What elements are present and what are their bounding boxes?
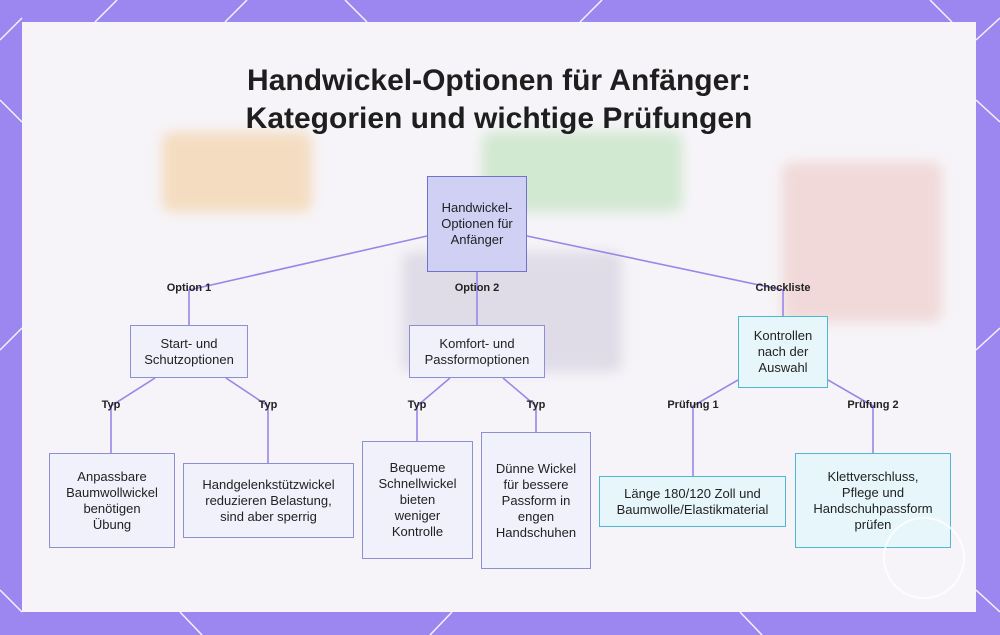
node-text: Schnellwickel [378,476,456,492]
node-text: reduzieren Belastung, [202,493,334,509]
node-kontrollen-nach-auswahl: Kontrollen nach der Auswahl [738,316,828,388]
edge-label-typ: Typ [408,399,427,411]
edge-kontrollen-laenge [693,380,738,476]
edge-label-typ: Typ [527,399,546,411]
node-start-schutzoptionen: Start- und Schutzoptionen [130,325,248,378]
node-text: Übung [66,517,158,533]
edge-root-kontrollen [527,236,783,316]
node-text: nach der [754,344,813,360]
node-text: Dünne Wickel [496,461,576,477]
edge-label-typ: Typ [102,399,121,411]
edge-label-typ: Typ [259,399,278,411]
node-text: Klettverschluss, [813,469,932,485]
node-text: Auswahl [754,360,813,376]
node-text: Handschuhpassform [813,501,932,517]
node-text: Baumwolle/Elastikmaterial [617,502,769,518]
node-text: Komfort- und [425,336,530,352]
edge-label-option-2: Option 2 [455,282,500,294]
node-text: weniger [378,508,456,524]
node-baumwollwickel: Anpassbare Baumwollwickel benötigen Übun… [49,453,175,548]
node-text: Passform in [496,493,576,509]
watermark-seal-icon [883,517,965,599]
edge-label-checkliste: Checkliste [755,282,810,294]
node-text: Pflege und [813,485,932,501]
edge-kontrollen-klett [828,380,873,453]
node-handgelenkstuetzwickel: Handgelenkstützwickel reduzieren Belastu… [183,463,354,538]
node-text: Optionen für [441,216,513,232]
node-komfort-passformoptionen: Komfort- und Passformoptionen [409,325,545,378]
node-text: Passformoptionen [425,352,530,368]
edge-label-pruefung-2: Prüfung 2 [847,399,898,411]
node-text: Kontrollen [754,328,813,344]
node-text: für bessere [496,477,576,493]
node-text: Schutzoptionen [144,352,234,368]
node-text: Handschuhen [496,525,576,541]
node-text: Baumwollwickel [66,485,158,501]
node-text: bieten [378,492,456,508]
node-text: Anpassbare [66,469,158,485]
node-text: Kontrolle [378,524,456,540]
node-text: Handgelenkstützwickel [202,477,334,493]
node-duenne-wickel: Dünne Wickel für bessere Passform in eng… [481,432,591,569]
node-text: benötigen [66,501,158,517]
edge-label-pruefung-1: Prüfung 1 [667,399,718,411]
node-text: Bequeme [378,460,456,476]
node-laenge-material: Länge 180/120 Zoll und Baumwolle/Elastik… [599,476,786,527]
node-text: Handwickel- [441,200,513,216]
edge-start-handgelenk [226,378,268,463]
node-bequeme-schnellwickel: Bequeme Schnellwickel bieten weniger Kon… [362,441,473,559]
node-text: engen [496,509,576,525]
edge-root-start [189,236,427,325]
edge-label-option-1: Option 1 [167,282,212,294]
node-text: Länge 180/120 Zoll und [617,486,769,502]
node-root: Handwickel- Optionen für Anfänger [427,176,527,272]
node-text: sind aber sperrig [202,509,334,525]
node-text: Anfänger [441,232,513,248]
edge-start-baumwoll [111,378,155,453]
node-text: Start- und [144,336,234,352]
